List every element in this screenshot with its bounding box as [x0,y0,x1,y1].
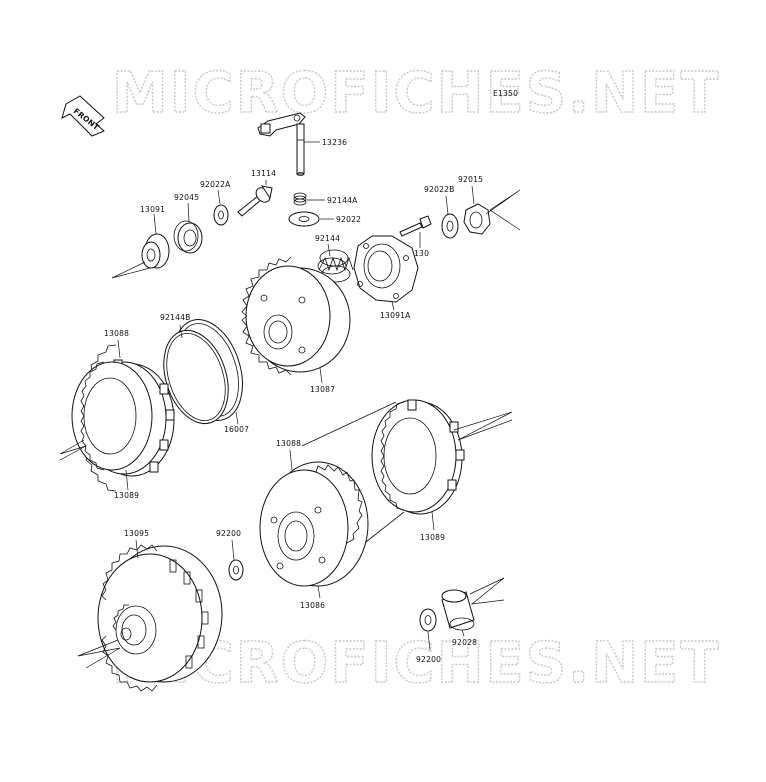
label-13091a: 13091A [380,311,411,320]
label-92015: 92015 [458,175,483,184]
diagram-code: E1350 [493,89,518,98]
front-arrow-icon: FRONT [61,95,105,137]
washer-92022 [288,211,320,227]
label-13089-left: 13089 [114,491,139,500]
bolt-130 [399,215,432,237]
release-shaft [257,112,306,176]
cap-13091 [141,233,170,269]
clutch-hub-13087 [241,256,351,376]
watermark-top: MICROFICHES.NET [112,61,721,126]
label-13236: 13236 [322,138,347,147]
label-92200-lower: 92200 [416,655,441,664]
washer-92200-lower [419,608,437,632]
spring-92144a [293,192,307,206]
label-92045: 92045 [174,193,199,202]
label-92144a: 92144A [327,196,358,205]
label-13087: 13087 [310,385,335,394]
clutch-housing-13095 [97,544,223,692]
label-13086: 13086 [300,601,325,610]
label-13088-left: 13088 [104,329,129,338]
label-13091: 13091 [140,205,165,214]
label-13095: 13095 [124,529,149,538]
washer-92022b [441,213,459,239]
label-92022: 92022 [336,215,361,224]
washer-92022a [213,204,229,226]
bearing-92045 [173,220,203,254]
pressure-plate-13086 [259,461,369,587]
nut-92015 [463,203,491,235]
label-130: 130 [414,249,429,258]
label-92028: 92028 [452,638,477,647]
label-92200-upper: 92200 [216,529,241,538]
sleeve-92028 [441,589,475,631]
push-rod-13114 [237,185,273,217]
label-92144b: 92144B [160,313,191,322]
label-16007: 16007 [224,425,249,434]
steel-plate-13089-left [71,361,153,471]
label-13114: 13114 [251,169,276,178]
label-13089-right: 13089 [420,533,445,542]
cap-13091a [353,235,419,303]
friction-plate-13088-right [371,399,465,515]
label-92022a: 92022A [200,180,231,189]
label-92144: 92144 [315,234,340,243]
label-13088-right: 13088 [276,439,301,448]
label-92022b: 92022B [424,185,455,194]
washer-92200-upper [228,559,244,581]
